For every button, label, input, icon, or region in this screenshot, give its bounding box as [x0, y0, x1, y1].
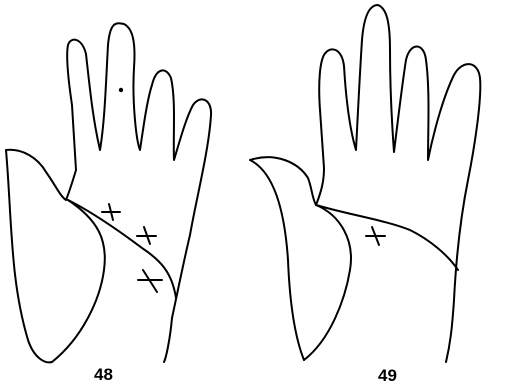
hand-49-outline [250, 5, 480, 362]
hand-48 [6, 23, 211, 362]
hand-48-thumb-crease [52, 200, 105, 362]
hand-49-thumb-crease [304, 205, 351, 360]
hand-49-palm-line [316, 205, 458, 270]
hand-48-cross-mark [138, 270, 162, 292]
figure-label-49: 49 [378, 367, 397, 384]
hand-48-cross-mark [137, 227, 156, 244]
hand-48-palm-line [68, 200, 176, 298]
figure-label-48: 48 [94, 366, 113, 383]
hand-49-cross-mark [366, 227, 385, 245]
hand-48-outline [6, 23, 211, 362]
hand-48-dot-mark [119, 88, 123, 92]
hand-49 [250, 5, 480, 362]
hand-48-cross-mark [102, 204, 120, 220]
